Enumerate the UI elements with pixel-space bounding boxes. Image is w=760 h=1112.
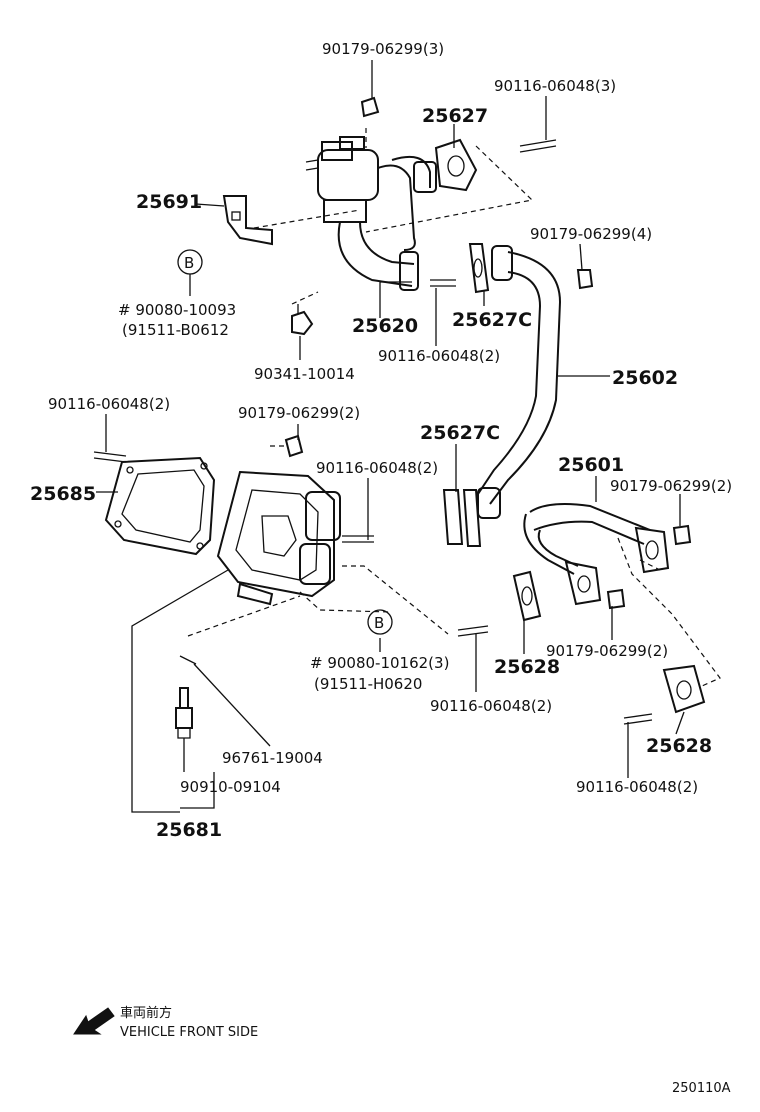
gasket-25627C-lower [442,489,482,547]
label-90116-06048-2-d: 90116-06048(2) [430,697,552,715]
nut-center [606,588,626,610]
label-90179-06299-2-a: 90179-06299(2) [238,404,360,422]
front-direction-legend: 車両前方 VEHICLE FRONT SIDE [73,1005,258,1040]
gasket-25627C-upper [468,243,490,294]
gasket-25627 [434,138,478,192]
callout-b-upper: B [177,249,203,275]
label-25602: 25602 [612,367,678,389]
egr-pipe-25620 [337,156,437,291]
assembly-lines [187,128,721,687]
label-90116-06048-3: 90116-06048(3) [494,77,616,95]
bracket-25691 [222,195,273,246]
tube-25601 [523,503,670,606]
label-90910-09104: 90910-09104 [180,778,281,796]
stud-lower-mid [342,535,374,543]
gasket-25685 [104,456,216,556]
label-25685: 25685 [30,483,96,505]
label-25691: 25691 [136,191,202,213]
clip-96761 [179,655,197,665]
callout-b-lower: B [367,609,393,635]
gasket-25628-right [662,664,706,714]
stud-right [457,625,653,725]
label-25620: 25620 [352,315,418,337]
front-arrow-icon [73,1007,115,1035]
label-90179-06299-2-c: 90179-06299(2) [546,642,668,660]
label-25627: 25627 [422,105,488,127]
label-90116-06048-2-b: 90116-06048(2) [48,395,170,413]
nut-mid-right [576,269,594,290]
label-90080-10162: # 90080-10162(3) [310,654,449,672]
stud-mid [430,279,456,287]
nut-right [672,524,692,546]
figure-code: 250110A [672,1081,731,1096]
egr-valve [305,136,379,223]
label-25628-right: 25628 [646,735,712,757]
nut-upper [360,96,380,118]
stud-lower-left [93,451,127,463]
label-25627C-lower: 25627C [420,422,500,444]
label-90179-06299-3: 90179-06299(3) [322,40,444,58]
egr-cooler-valve [216,470,341,606]
legend-en-text: VEHICLE FRONT SIDE [120,1025,258,1040]
label-96761-19004: 96761-19004 [222,749,323,767]
label-90341-10014: 90341-10014 [254,365,355,383]
callout-b-lower-letter: B [374,614,384,632]
label-90116-06048-2-c: 90116-06048(2) [316,459,438,477]
label-90116-06048-2-e: 90116-06048(2) [576,778,698,796]
label-25628-left: 25628 [494,656,560,678]
legend-jp-text: 車両前方 [120,1005,172,1021]
pipe-25602 [477,245,562,519]
stud-upper [519,139,557,153]
label-91511-h0620: (91511-H0620 [314,675,422,693]
label-90080-10093: # 90080-10093 [118,301,236,319]
callout-b-upper-letter: B [184,254,194,272]
label-25627C-upper: 25627C [452,309,532,331]
label-91511-b0612: (91511-B0612 [122,321,229,339]
label-25601: 25601 [558,454,624,476]
label-90179-06299-4: 90179-06299(4) [530,225,652,243]
nut-lower [284,434,304,458]
leader-lines [96,60,685,813]
gasket-25628-left [512,570,542,622]
label-90179-06299-2-b: 90179-06299(2) [610,477,732,495]
label-25681: 25681 [156,819,222,841]
sensor-90341 [291,304,314,336]
spark-plug-90910 [175,687,193,739]
label-90116-06048-2-a: 90116-06048(2) [378,347,500,365]
